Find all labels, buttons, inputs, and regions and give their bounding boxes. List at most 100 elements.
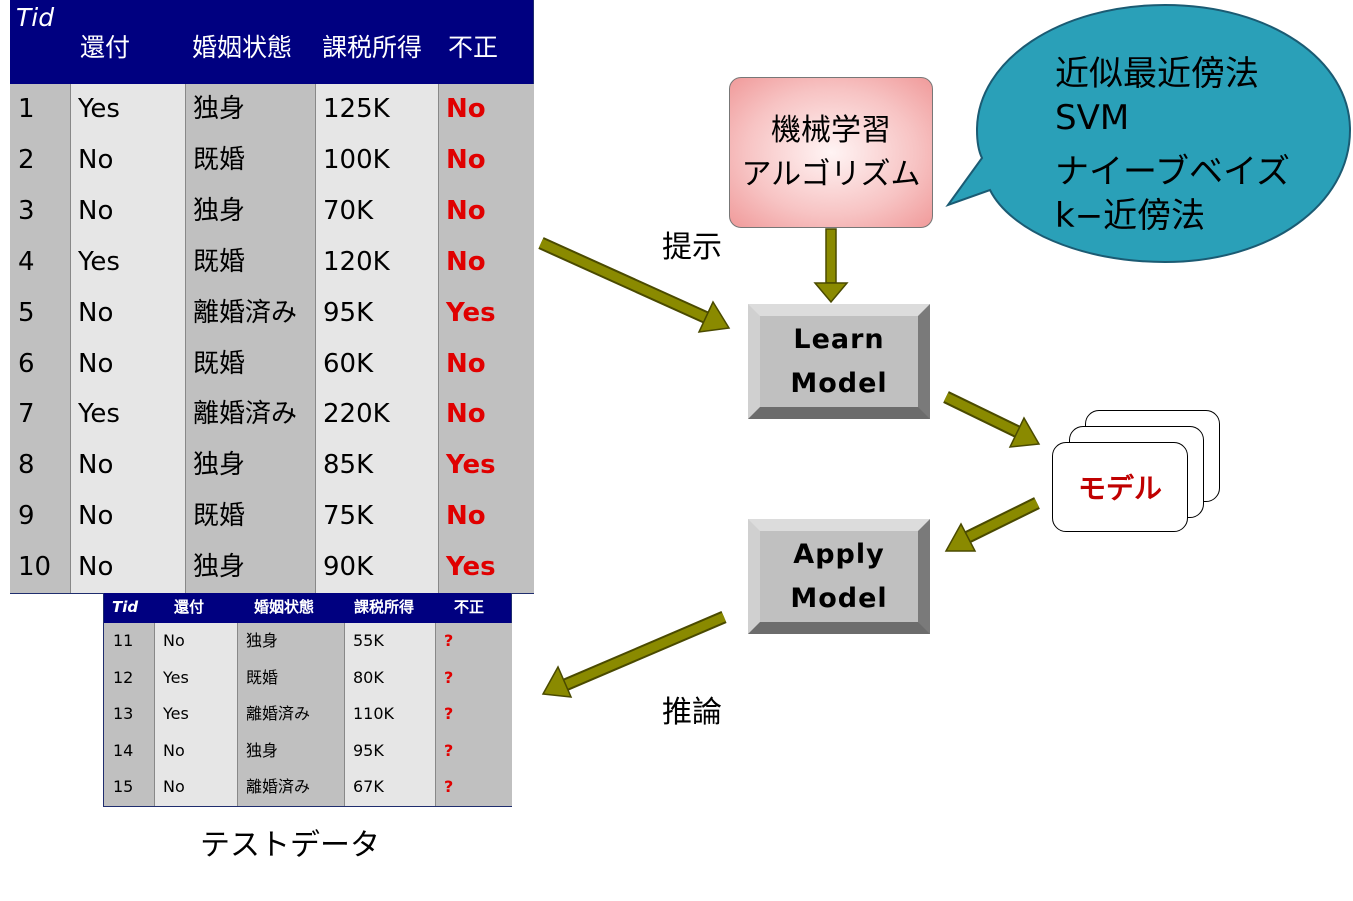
train-cell-income: 90K [323, 552, 374, 583]
test-col-tid [104, 623, 154, 806]
algo-line-2: アルゴリズム [741, 156, 921, 192]
test-cell-marital: 独身 [246, 740, 279, 760]
test-col-marital [237, 623, 345, 806]
train-cell-marital: 独身 [193, 195, 246, 226]
header-income: 課税所得 [322, 33, 423, 62]
train-cell-income: 120K [323, 246, 390, 277]
test-cell-income: 95K [353, 740, 384, 760]
test-header-tid: Tid [112, 598, 139, 616]
train-cell-income: 75K [323, 501, 374, 532]
train-cell-refund: No [78, 297, 114, 328]
train-cell-refund: Yes [78, 399, 120, 430]
test-header-fraud: 不正 [454, 598, 485, 616]
bubble-line-1: 近似最近傍法 [1055, 54, 1259, 94]
train-cell-income: 85K [323, 450, 374, 481]
test-cell-tid: 13 [113, 704, 134, 723]
test-cell-marital: 離婚済み [246, 704, 311, 723]
train-cell-refund: Yes [78, 94, 120, 124]
arrow-apply-to-test [541, 611, 727, 698]
learn-model-box: Learn Model [748, 304, 930, 419]
train-cell-tid: 9 [18, 501, 35, 532]
train-cell-tid: 5 [18, 297, 35, 328]
test-col-refund [154, 623, 238, 806]
train-cell-fraud: No [446, 195, 486, 226]
test-cell-fraud: ? [444, 777, 454, 796]
model-card-front: モデル [1052, 442, 1188, 532]
train-cell-fraud: Yes [446, 552, 496, 583]
train-cell-income: 60K [323, 348, 374, 379]
apply-model-box: Apply Model [748, 519, 930, 634]
test-cell-marital: 離婚済み [246, 777, 311, 796]
test-cell-marital: 独身 [246, 631, 279, 650]
header-tid: Tid [16, 3, 55, 32]
learn-line-2: Model [790, 367, 888, 399]
training-table-header: Tid 還付 婚姻状態 課税所得 不正 [10, 0, 533, 84]
train-cell-tid: 1 [18, 94, 35, 124]
train-cell-marital: 既婚 [193, 246, 246, 277]
test-cell-income: 80K [353, 667, 384, 687]
inference-label: 推論 [662, 695, 722, 730]
train-cell-marital: 既婚 [193, 348, 246, 379]
apply-line-1: Apply [793, 538, 885, 570]
bubble-line-3: ナイーブベイズ [1055, 152, 1290, 192]
train-cell-refund: No [78, 552, 114, 583]
arrow-algo-to-learn [813, 228, 849, 304]
test-cell-refund: No [163, 631, 185, 650]
test-cell-fraud: ? [444, 667, 454, 687]
train-cell-fraud: No [446, 94, 486, 124]
header-marital: 婚姻状態 [192, 33, 293, 62]
test-cell-refund: No [163, 740, 185, 760]
test-col-fraud [435, 623, 512, 806]
train-cell-marital: 離婚済み [193, 297, 298, 328]
test-cell-refund: Yes [163, 704, 189, 723]
test-cell-fraud: ? [444, 631, 454, 650]
train-cell-tid: 4 [18, 246, 35, 277]
bubble-line-2: SVM [1055, 98, 1130, 138]
train-cell-tid: 7 [18, 399, 35, 430]
test-col-income [344, 623, 436, 806]
train-cell-fraud: No [446, 144, 486, 175]
train-cell-fraud: No [446, 399, 486, 430]
test-header-income: 課税所得 [354, 598, 415, 616]
train-cell-refund: No [78, 501, 114, 532]
col-income [315, 84, 439, 593]
train-cell-income: 100K [323, 144, 390, 175]
train-cell-tid: 10 [18, 552, 52, 583]
model-label: モデル [1077, 472, 1162, 505]
train-cell-marital: 既婚 [193, 501, 246, 532]
train-cell-income: 220K [323, 399, 390, 430]
test-cell-income: 67K [353, 777, 384, 796]
col-tid [10, 84, 70, 593]
train-cell-refund: No [78, 450, 114, 481]
test-cell-fraud: ? [444, 704, 454, 723]
train-cell-tid: 3 [18, 195, 35, 226]
test-cell-tid: 12 [113, 667, 134, 687]
apply-line-2: Model [790, 582, 888, 614]
bubble-line-4: k−近傍法 [1055, 196, 1206, 236]
col-fraud [438, 84, 534, 593]
train-cell-tid: 8 [18, 450, 35, 481]
arrow-model-to-apply [944, 497, 1040, 552]
test-cell-refund: Yes [163, 667, 189, 687]
train-cell-fraud: Yes [446, 297, 496, 328]
arrow-table-to-learn [538, 237, 731, 333]
test-cell-tid: 11 [113, 631, 134, 650]
train-cell-fraud: No [446, 501, 486, 532]
header-refund: 還付 [80, 33, 131, 62]
ml-algorithm-box: 機械学習 アルゴリズム [729, 77, 933, 228]
test-cell-marital: 既婚 [246, 667, 279, 687]
test-header-refund: 還付 [174, 598, 205, 616]
test-cell-tid: 15 [113, 777, 134, 796]
test-cell-income: 110K [353, 704, 395, 723]
train-cell-fraud: No [446, 246, 486, 277]
arrow-learn-to-model [943, 391, 1041, 448]
train-cell-refund: Yes [78, 246, 120, 277]
header-fraud: 不正 [448, 33, 499, 62]
present-label: 提示 [662, 230, 722, 265]
col-refund [70, 84, 186, 593]
test-data-caption: テストデータ [200, 828, 380, 863]
train-cell-refund: No [78, 348, 114, 379]
train-cell-marital: 独身 [193, 450, 246, 481]
